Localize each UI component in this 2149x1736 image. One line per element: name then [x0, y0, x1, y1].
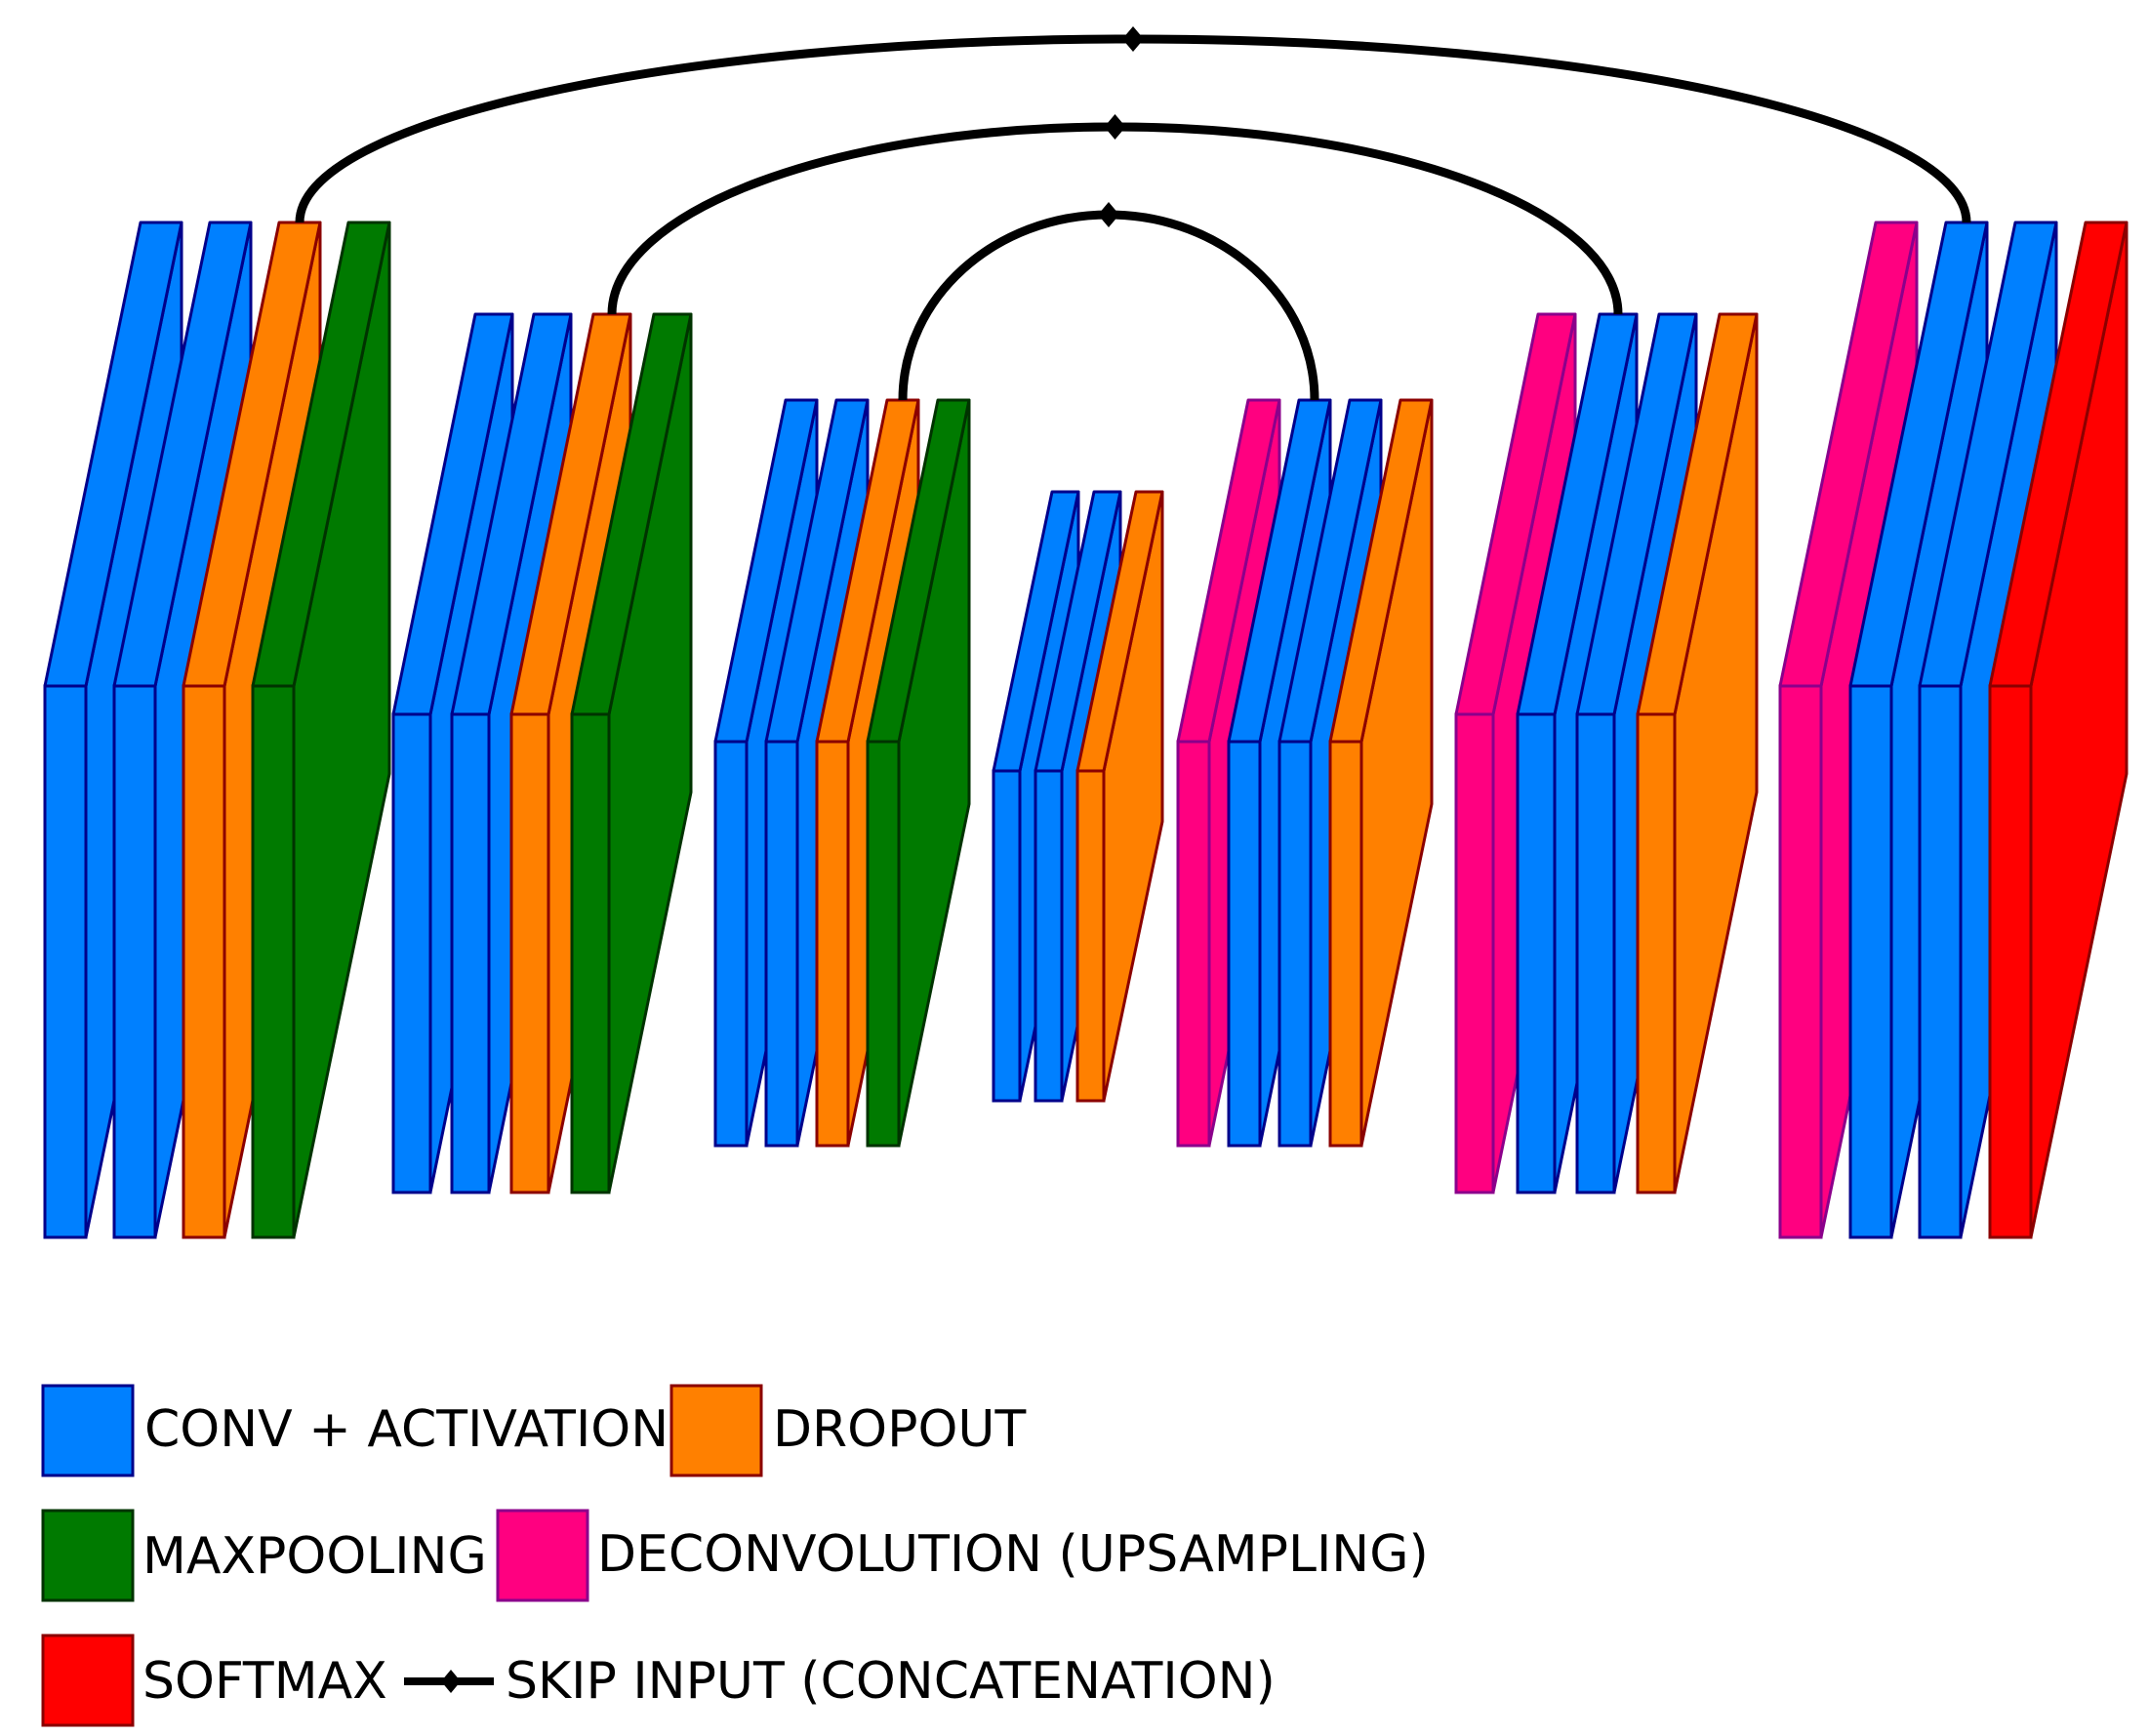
legend-label-softmax: SOFTMAX: [142, 1652, 387, 1711]
maxpool-layer: [866, 398, 971, 1148]
conv-layer-front: [450, 712, 491, 1194]
conv-layer-front: [112, 684, 157, 1239]
legend-swatch-dropout: [669, 1384, 763, 1477]
dropout-layer: [1636, 312, 1759, 1194]
legend-label-maxpool: MAXPOOLING: [142, 1527, 487, 1586]
legend-item-dropout: DROPOUT: [669, 1384, 1026, 1477]
skip-connection-group: [295, 26, 1971, 401]
legend-swatch-conv: [41, 1384, 135, 1477]
encoder-block-3: [713, 398, 971, 1148]
maxpool-layer: [251, 221, 391, 1239]
skip-diamond-icon: [1104, 114, 1126, 140]
maxpool-layer-front: [251, 684, 296, 1239]
skip-diamond-icon: [1098, 202, 1119, 227]
dropout-layer-front: [1636, 712, 1677, 1194]
legend-item-maxpool: MAXPOOLING: [41, 1509, 487, 1602]
deconv-layer-front: [1454, 712, 1495, 1194]
encoder-block-1: [43, 221, 391, 1239]
conv-layer-front: [391, 712, 432, 1194]
legend-label-deconv: DECONVOLUTION (UPSAMPLING): [597, 1525, 1429, 1584]
conv-layer-front: [764, 740, 799, 1148]
dropout-layer: [1328, 398, 1434, 1148]
legend-swatch-maxpool: [41, 1509, 135, 1602]
encoder-block-2: [391, 312, 693, 1194]
softmax-layer: [1988, 221, 2129, 1239]
bottleneck-block: [992, 490, 1164, 1103]
legend: CONV + ACTIVATION DROPOUT MAXPOOLING DEC…: [41, 1384, 1429, 1727]
conv-layer-front: [1918, 684, 1963, 1239]
legend-item-deconv: DECONVOLUTION (UPSAMPLING): [496, 1509, 1429, 1602]
dropout-layer-front: [509, 712, 550, 1194]
conv-layer-front: [43, 684, 88, 1239]
conv-layer-front: [1034, 769, 1064, 1103]
maxpool-layer: [570, 312, 693, 1194]
dropout-layer-front: [1075, 769, 1106, 1103]
dropout-layer-front: [182, 684, 226, 1239]
legend-label-dropout: DROPOUT: [773, 1400, 1026, 1459]
legend-item-skip: SKIP INPUT (CONCATENATION): [404, 1652, 1276, 1711]
conv-layer-front: [1848, 684, 1893, 1239]
dropout-layer-front: [1328, 740, 1363, 1148]
skip-connection-arc: [898, 210, 1319, 401]
conv-layer-front: [1575, 712, 1616, 1194]
dropout-layer: [1075, 490, 1164, 1103]
deconv-layer-front: [1176, 740, 1211, 1148]
decoder-block-2: [1454, 312, 1759, 1194]
skip-connection-arc: [607, 122, 1623, 315]
conv-layer-front: [713, 740, 749, 1148]
legend-label-skip: SKIP INPUT (CONCATENATION): [506, 1652, 1276, 1711]
layer-stack-group: [43, 221, 2129, 1239]
conv-layer-front: [1227, 740, 1262, 1148]
legend-swatch-softmax: [41, 1634, 135, 1727]
legend-swatch-deconv: [496, 1509, 589, 1602]
conv-layer-front: [1277, 740, 1313, 1148]
conv-layer-front: [992, 769, 1022, 1103]
legend-skip-diamond-icon: [441, 1670, 461, 1693]
softmax-layer-front: [1988, 684, 2033, 1239]
legend-item-conv: CONV + ACTIVATION: [41, 1384, 669, 1477]
maxpool-layer-front: [570, 712, 611, 1194]
skip-diamond-icon: [1122, 26, 1144, 52]
legend-label-conv: CONV + ACTIVATION: [144, 1400, 669, 1459]
conv-layer: [1848, 221, 1989, 1239]
legend-item-softmax: SOFTMAX: [41, 1634, 387, 1727]
deconv-layer-front: [1778, 684, 1823, 1239]
dropout-layer-front: [815, 740, 850, 1148]
conv-layer-front: [1516, 712, 1557, 1194]
decoder-block-3: [1778, 221, 2129, 1239]
maxpool-layer-front: [866, 740, 901, 1148]
decoder-block-1: [1176, 398, 1434, 1148]
